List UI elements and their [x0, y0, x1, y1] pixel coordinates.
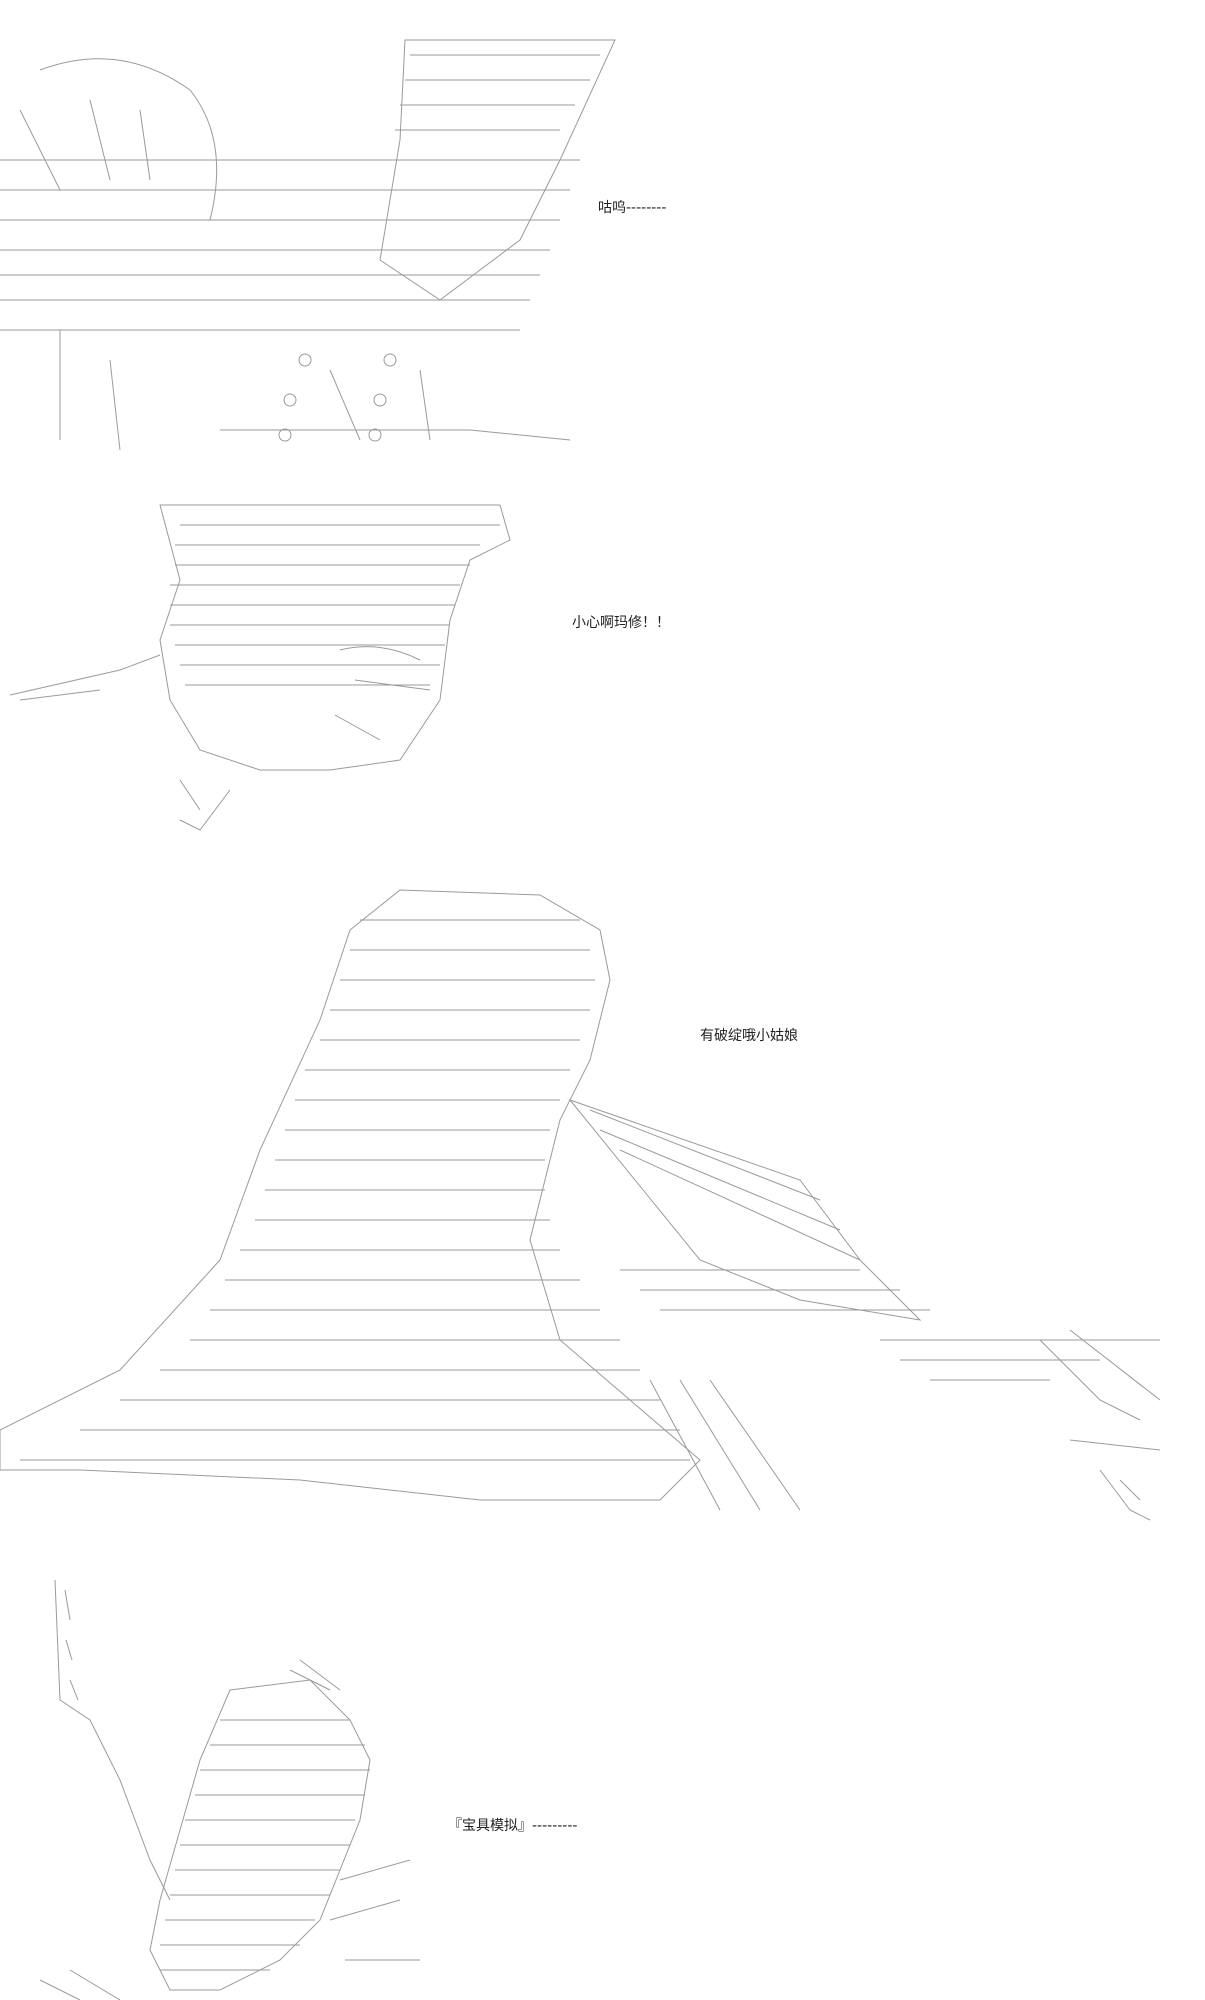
- panel-4-art: [39, 1579, 420, 2000]
- panel-3-dialogue: 有破绽哦小姑娘: [700, 1028, 798, 1044]
- panel-1-dialogue: 咕呜--------: [598, 200, 667, 216]
- panel-1-art: [0, 39, 616, 451]
- panel-2-dialogue: 小心啊玛修！！: [572, 615, 670, 631]
- panel-4-dialogue: 『宝具模拟』---------: [448, 1818, 578, 1834]
- panel-3-art: [0, 889, 1161, 1521]
- panel-2-art: [9, 504, 511, 831]
